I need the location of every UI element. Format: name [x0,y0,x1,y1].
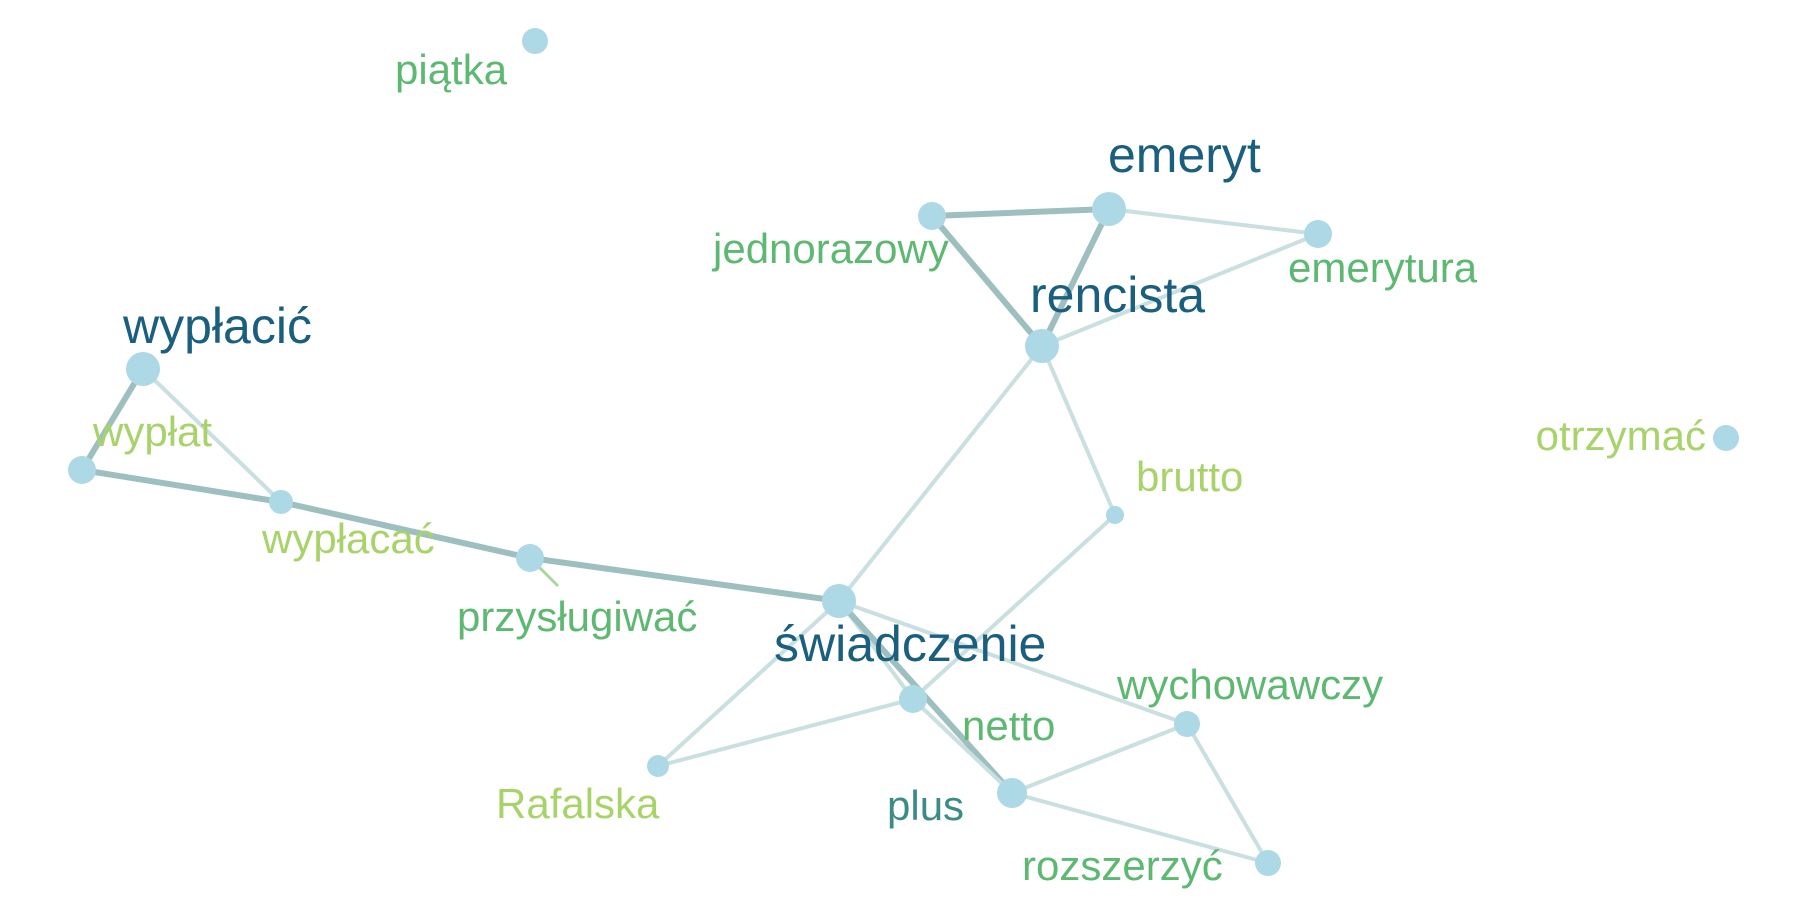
node-otrzymac[interactable] [1713,425,1739,451]
edge-wyplat-wyplacac [79,467,284,505]
edge-jednorazowy-rencista [929,213,1045,349]
edge-netto-plus [911,697,1014,795]
node-label-piatka: piątka [395,46,508,93]
node-label-plus: plus [887,782,964,829]
edge-wyplacac-przyslugiwac [278,499,533,561]
node-rozszerzyc[interactable] [1255,850,1281,876]
edge-emeryt-emerytura [1107,207,1320,236]
node-plus[interactable] [997,778,1027,808]
node-wyplat[interactable] [68,456,96,484]
edge-swiadczenie-wychowawczy [837,599,1189,726]
node-jednorazowy[interactable] [918,202,946,230]
node-wychowawczy[interactable] [1174,711,1200,737]
edge-rencista-brutto [1040,344,1117,517]
node-rafalska[interactable] [647,755,669,777]
edge-jednorazowy-emeryt [929,206,1112,219]
node-brutto[interactable] [1106,506,1124,524]
edge-emeryt-rencista [1039,206,1112,349]
edge-wychowawczy-rozszerzyc [1185,722,1270,865]
node-label-emerytura: emerytura [1288,244,1478,291]
node-wyplacic[interactable] [126,352,160,386]
node-emeryt[interactable] [1092,192,1126,226]
edge-rencista-swiadczenie [837,344,1044,603]
labels-layer: piątka emeryt jednorazowy emerytura rencista… [92,46,1706,889]
nodes-layer [68,28,1739,876]
node-label-emeryt: emeryt [1108,127,1261,183]
node-label-wyplat: wypłat [92,408,212,455]
edge-przyslugiwac-swiadczenie [527,555,842,604]
node-label-przyslugiwac: przysługiwać [457,593,697,640]
node-label-wychowawczy: wychowawczy [1116,661,1383,708]
node-label-rencista: rencista [1030,267,1205,323]
edge-plus-wychowawczy [1010,722,1189,795]
edge-netto-rafalska [656,697,915,768]
edge-emerytura-rencista [1040,232,1320,348]
edge-plus-rozszerzyc [1010,791,1270,865]
node-label-jednorazowy: jednorazowy [711,225,949,272]
node-label-rafalska: Rafalska [496,780,660,827]
edge-wyplacic-wyplat [79,366,146,473]
edge-swiadczenie-rafalska [656,599,841,768]
node-label-wyplacac: wypłacać [261,515,435,562]
node-przyslugiwac[interactable] [516,544,544,572]
node-label-swiadczenie: świadczenie [774,616,1046,672]
node-rencista[interactable] [1025,329,1059,363]
node-label-brutto: brutto [1136,453,1243,500]
node-label-wyplacic: wypłacić [122,298,312,354]
node-swiadczenie[interactable] [822,584,856,618]
node-netto[interactable] [899,685,927,713]
node-wyplacac[interactable] [269,490,293,514]
node-label-netto: netto [962,702,1055,749]
node-label-otrzymac: otrzymać [1536,412,1706,459]
node-emerytura[interactable] [1304,220,1332,248]
edge-brutto-netto [911,513,1117,701]
edge-wyplacic-wyplacac [141,367,283,504]
node-piatka[interactable] [522,28,548,54]
node-label-rozszerzyc: rozszerzyć [1022,842,1223,889]
